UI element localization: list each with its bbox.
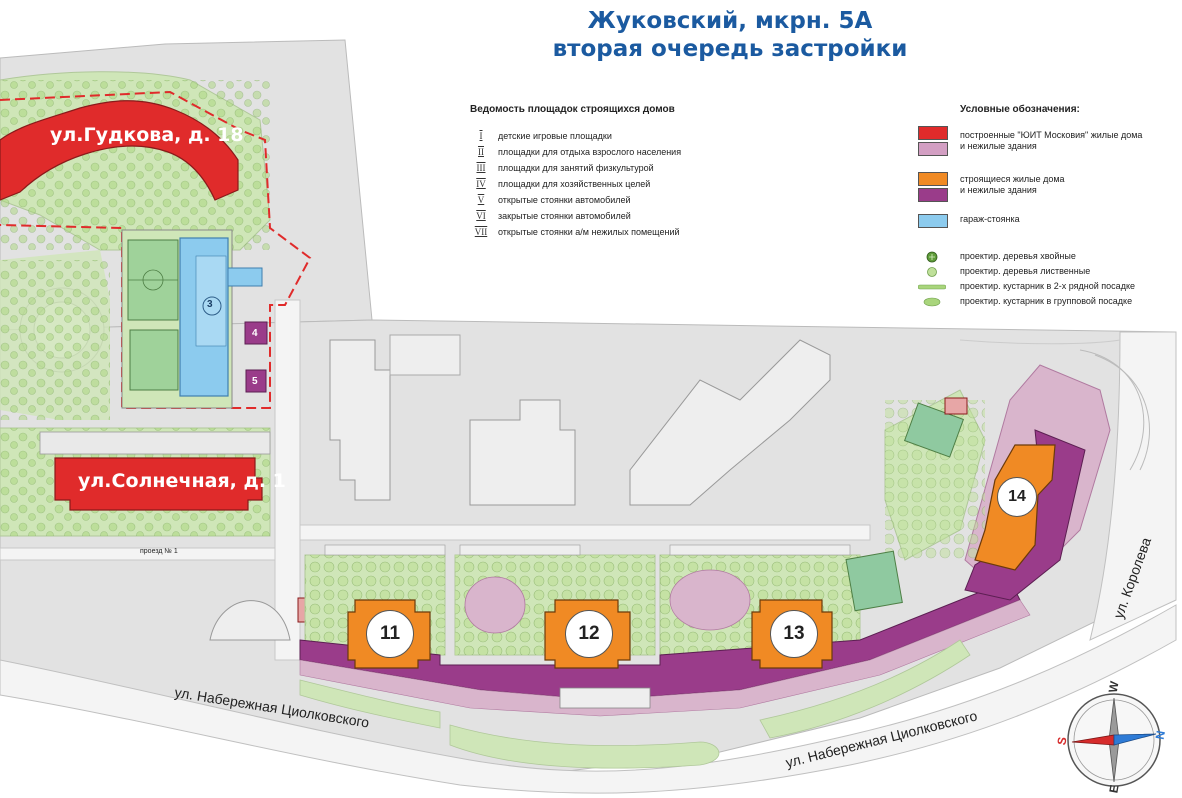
list-numeral: VI: [476, 211, 486, 221]
legend-heading: Условные обозначения:: [960, 104, 1080, 115]
building-gudkova-18: [0, 100, 239, 201]
parking-strip-top-2: [459, 544, 581, 556]
compass-w: W: [1105, 680, 1122, 694]
swatch-built-residential: [918, 126, 948, 140]
green-belt-right: [759, 639, 971, 739]
marker-3: 3: [207, 299, 213, 310]
marker-building-13: 13: [770, 610, 818, 658]
page-title: Жуковский, мкрн. 5А: [587, 8, 873, 34]
road-label-proezd: проезд № 1: [140, 548, 178, 555]
label-solnechnaya-1: ул.Солнечная, д. 1: [78, 470, 286, 492]
marker-building-14: 14: [997, 477, 1037, 517]
marker-5: 5: [252, 376, 258, 387]
shrub-group-icon: [923, 297, 941, 307]
legend-label: проектир. деревья лиственные: [960, 266, 1091, 276]
green-belt-south: [449, 724, 720, 769]
list-numeral: III: [476, 163, 486, 173]
list-item: VI закрытые стоянки автомобилей: [470, 208, 800, 224]
green-belt-left: [299, 679, 441, 729]
compass-rose: S N W E: [1054, 680, 1168, 794]
list-label: закрытые стоянки автомобилей: [498, 211, 631, 221]
list-label: открытые стоянки а/м нежилых помещений: [498, 227, 680, 237]
deciduous-tree-icon: [927, 267, 937, 277]
list-label: открытые стоянки автомобилей: [498, 195, 631, 205]
existing-building-b: [469, 399, 576, 506]
list-label: площадки для отдыха взрослого населения: [498, 147, 682, 157]
playground-pink-12: [464, 576, 526, 634]
playground-court: [129, 329, 179, 391]
sites-list-heading: Ведомость площадок строящихся домов: [470, 104, 675, 115]
list-numeral: V: [477, 195, 485, 205]
list-label: площадки для занятий физкультурой: [498, 163, 654, 173]
list-numeral: II: [478, 147, 484, 157]
label-gudkova-18: ул.Гудкова, д. 18: [50, 124, 244, 146]
marker-building-12: 12: [565, 610, 613, 658]
road-naberezhnaya: [0, 604, 1177, 794]
conifer-tree-icon: [926, 251, 938, 263]
existing-building-a: [329, 339, 391, 501]
small-building-14-top: [944, 397, 968, 415]
legend-label: проектир. кустарник в групповой посадке: [960, 296, 1133, 306]
page-subtitle: вторая очередь застройки: [552, 36, 908, 62]
existing-building-c: [629, 339, 831, 506]
small-building-5: [245, 369, 267, 393]
small-building-4: [244, 321, 268, 345]
list-numeral: I: [479, 131, 483, 141]
marker-3-circle: [202, 296, 222, 316]
swatch-construction-residential: [918, 172, 948, 186]
parking-strip-top-1: [324, 544, 446, 556]
road-koroleva: [1089, 331, 1177, 641]
sport-court-14: [903, 402, 965, 458]
parking-strip-top-3: [669, 544, 851, 556]
marker-building-11: 11: [366, 610, 414, 658]
hedge-row-icon: [918, 284, 946, 290]
compass-icon: [1067, 693, 1161, 787]
site-boundary-dashed: [0, 90, 312, 409]
list-label: площадки для хозяйственных целей: [498, 179, 651, 189]
playground-pink-13: [669, 569, 751, 631]
round-structure: [209, 600, 291, 641]
list-item: IV площадки для хозяйственных целей: [470, 176, 800, 192]
swatch-construction-nonres: [918, 188, 948, 202]
list-numeral: IV: [476, 179, 486, 189]
list-numeral: VII: [474, 227, 488, 237]
sport-court-lower: [845, 550, 903, 612]
list-item: II площадки для отдыха взрослого населени…: [470, 144, 800, 160]
parking-bottom: [559, 687, 651, 709]
legend-label: проектир. деревья хвойные: [960, 251, 1076, 261]
legend-label: гараж-стоянка: [960, 214, 1020, 224]
swatch-garage: [918, 214, 948, 228]
road-inner-horizontal: [299, 524, 871, 541]
garage-ramp: [227, 267, 263, 287]
list-item: VII открытые стоянки а/м нежилых помещени…: [470, 224, 800, 240]
list-item: III площадки для занятий физкультурой: [470, 160, 800, 176]
swatch-built-nonres: [918, 142, 948, 156]
legend-label: проектир. кустарник в 2-х рядной посадке: [960, 281, 1135, 291]
parking-solnechnaya: [39, 431, 271, 455]
building-solnechnaya-1: [54, 457, 263, 511]
list-label: детские игровые площадки: [498, 131, 612, 141]
existing-building-d: [389, 334, 461, 376]
marker-4: 4: [252, 328, 258, 339]
